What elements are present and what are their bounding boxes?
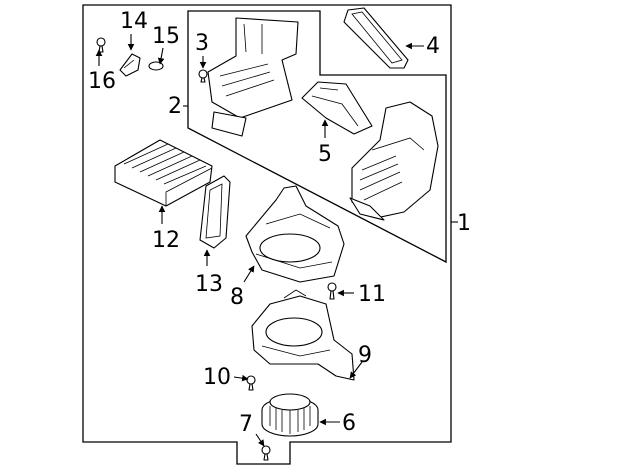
callout-15: 15 (152, 24, 180, 49)
seal-part (199, 175, 231, 249)
upper-case-part (207, 17, 299, 137)
callout-8: 8 (230, 285, 244, 310)
filter-door-part (301, 81, 373, 135)
lower-blower-housing-part (251, 289, 355, 381)
callout-9: 9 (358, 343, 372, 368)
screw-part-10 (246, 375, 256, 391)
screw-part-11 (327, 282, 337, 300)
callout-11: 11 (358, 282, 386, 307)
cabin-filter-part (114, 139, 213, 207)
assembly-frame (82, 4, 452, 465)
callout-5: 5 (318, 142, 332, 167)
blower-motor-part (261, 393, 319, 437)
callout-2: 2 (168, 94, 182, 119)
screw-part-7 (261, 445, 271, 461)
upper-blower-housing-part (245, 185, 345, 283)
callout-10: 10 (203, 365, 231, 390)
callout-13: 13 (195, 272, 223, 297)
callout-1: 1 (457, 211, 471, 236)
gasket-part (343, 7, 409, 69)
callout-12: 12 (152, 228, 180, 253)
leader-lines (95, 34, 458, 447)
resistor-part (119, 53, 141, 77)
case-subassembly-frame (187, 10, 447, 264)
callout-3: 3 (195, 31, 209, 56)
callout-7: 7 (239, 412, 253, 437)
callout-6: 6 (342, 411, 356, 436)
connector-part (96, 37, 106, 53)
callout-14: 14 (120, 9, 148, 34)
clip-part (148, 61, 164, 71)
callout-16: 16 (88, 69, 116, 94)
callout-4: 4 (426, 34, 440, 59)
screw-part-3 (198, 69, 208, 83)
lower-case-part (349, 101, 439, 221)
